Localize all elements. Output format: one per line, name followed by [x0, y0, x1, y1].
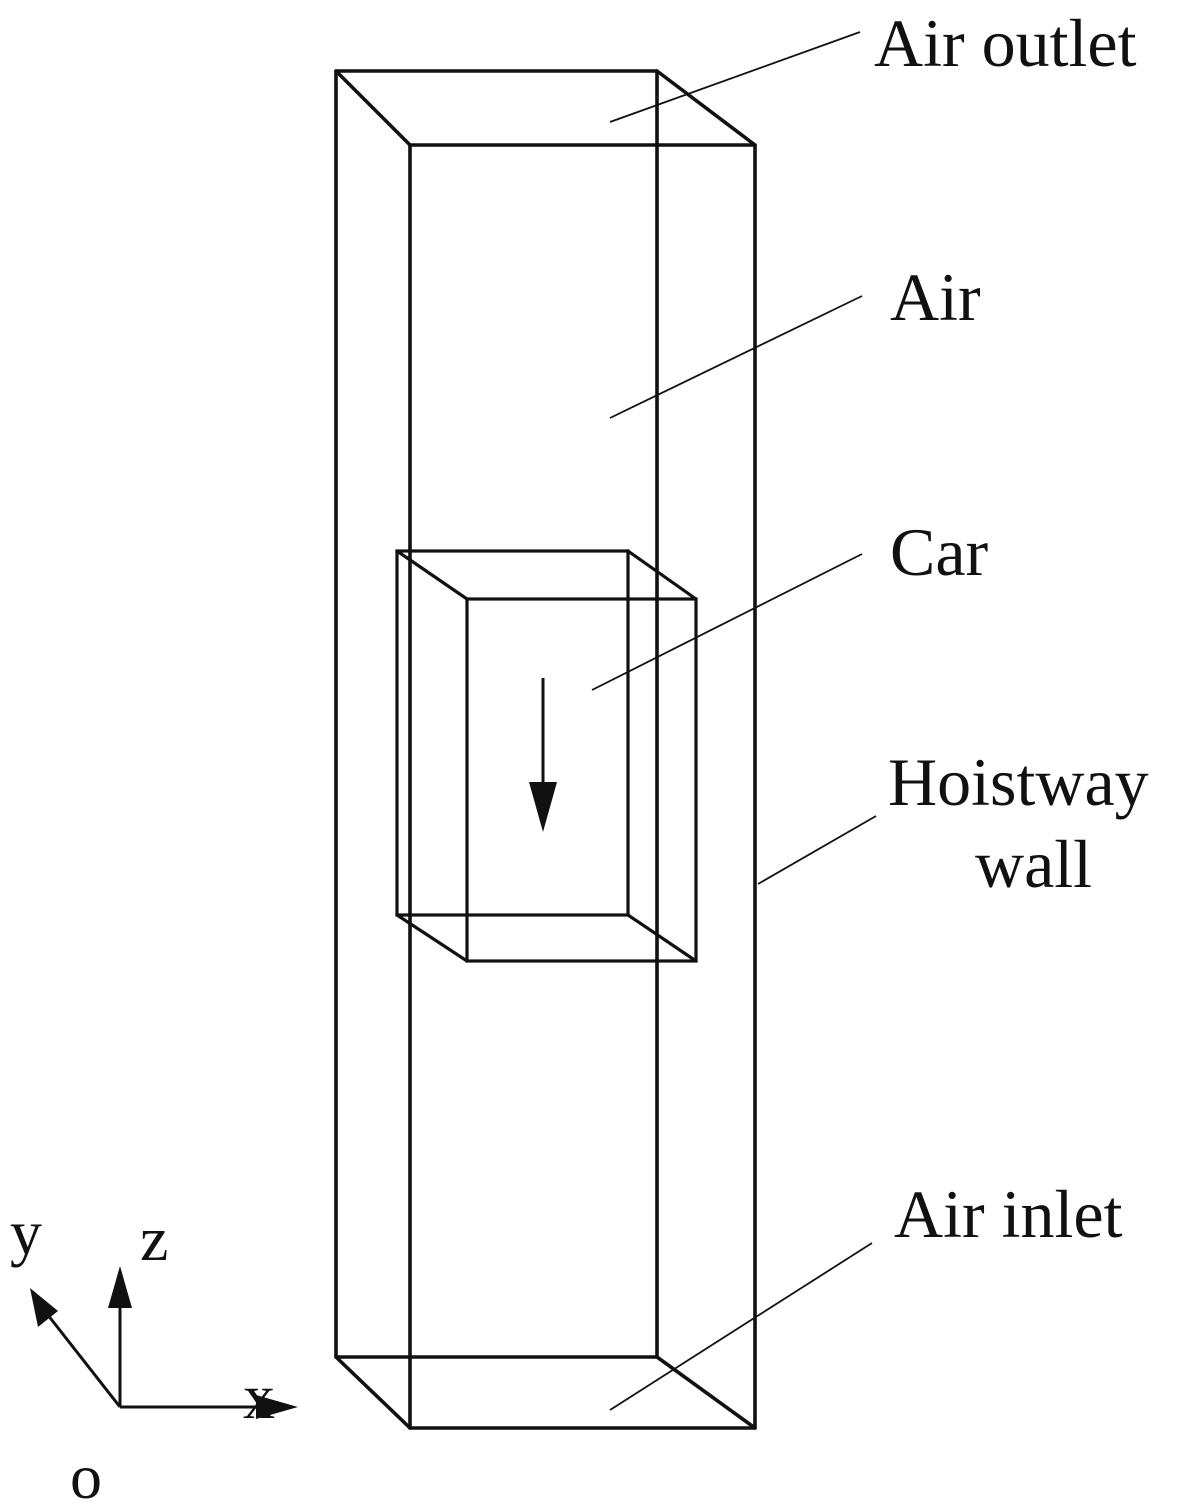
- axis-label-z: z: [140, 1203, 168, 1274]
- hoistway-box: [334, 69, 757, 1430]
- leader-air-outlet: [609, 31, 861, 123]
- hoistway-back-face: [334, 69, 659, 1359]
- axis-label-origin: o: [70, 1441, 102, 1509]
- car-box: [395, 549, 698, 963]
- car-bottom-right-edge: [626, 913, 698, 963]
- leader-car: [591, 553, 863, 691]
- axis-label-x: x: [243, 1361, 275, 1432]
- y-axis-line: [42, 1309, 122, 1408]
- z-axis-arrowhead: [108, 1266, 132, 1308]
- label-car: Car: [890, 514, 989, 590]
- label-air: Air: [890, 259, 981, 335]
- axis-label-y: y: [10, 1197, 42, 1268]
- leader-hoistway-wall: [757, 815, 877, 885]
- coordinate-axes: [30, 1266, 298, 1419]
- label-hoistway-wall-line2: wall: [975, 826, 1092, 902]
- label-hoistway-wall-line1: Hoistway: [888, 744, 1149, 820]
- car-arrow-head: [529, 782, 557, 832]
- label-air-outlet: Air outlet: [874, 5, 1137, 81]
- car-top-left-edge: [395, 549, 469, 601]
- label-air-inlet: Air inlet: [894, 1176, 1123, 1252]
- y-axis-arrowhead: [30, 1288, 58, 1327]
- hoistway-front-face: [408, 143, 757, 1430]
- car-top-right-edge: [626, 549, 698, 601]
- hoistway-top-right-edge: [655, 69, 757, 147]
- car-back-face: [395, 549, 630, 917]
- car-direction-arrow: [529, 678, 557, 832]
- leader-air: [609, 295, 863, 419]
- car-front-face: [465, 597, 698, 963]
- hoistway-top-left-edge: [334, 69, 412, 147]
- car-bottom-left-edge: [395, 913, 469, 963]
- leader-air-inlet: [609, 1242, 873, 1411]
- hoistway-bottom-right-edge: [655, 1355, 757, 1430]
- x-axis-arrowhead: [256, 1395, 298, 1419]
- hoistway-bottom-left-edge: [334, 1355, 412, 1430]
